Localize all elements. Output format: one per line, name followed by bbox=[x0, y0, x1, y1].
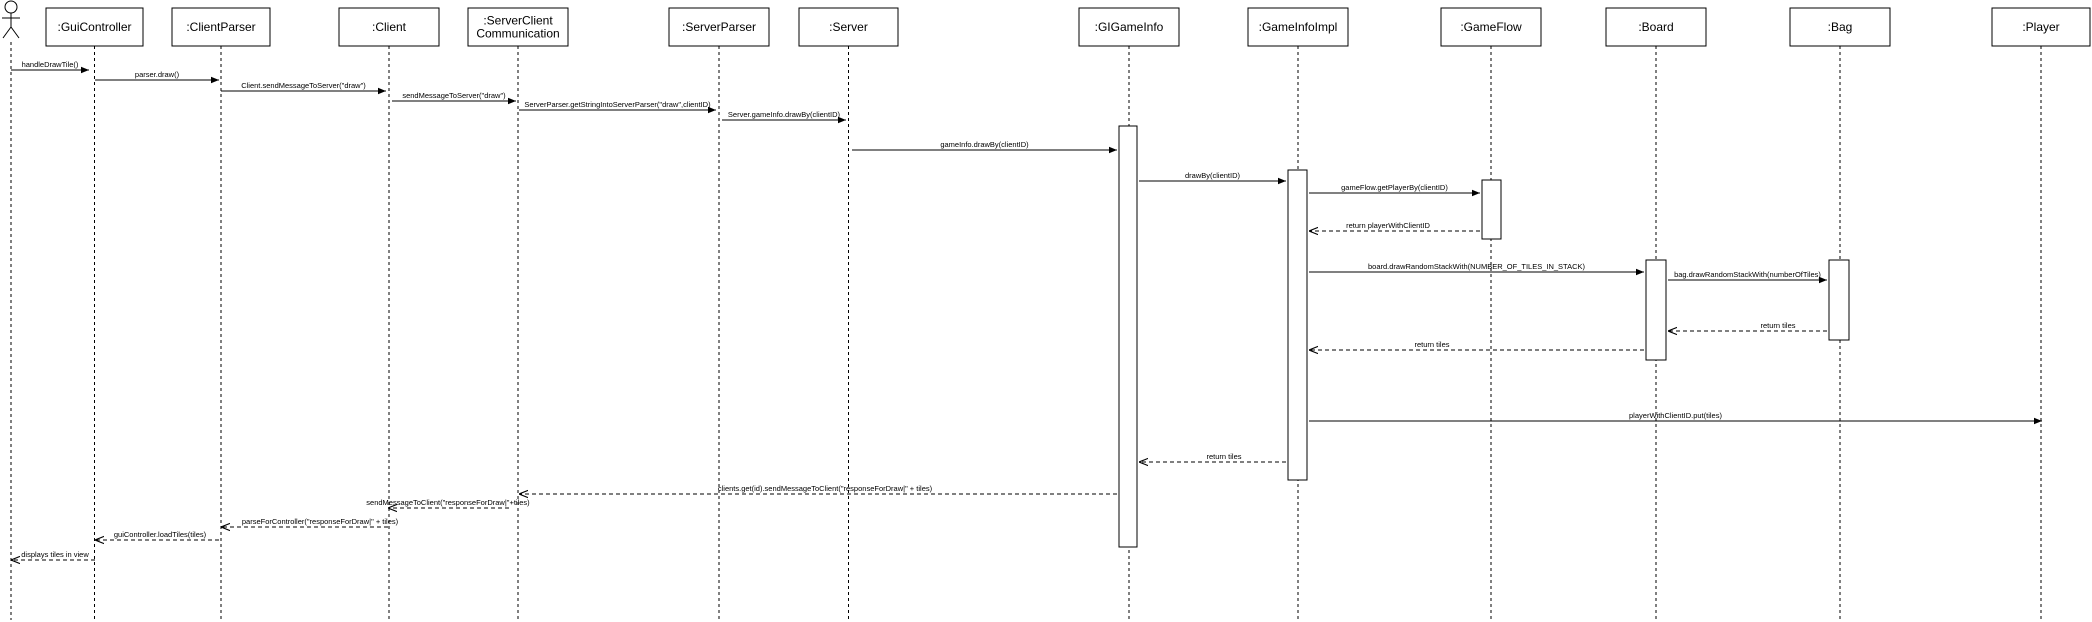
message-label-16: return tiles bbox=[1206, 452, 1241, 461]
message-12: bag.drawRandomStackWith(numberOfTiles) bbox=[1668, 270, 1827, 284]
participant-label-client: :Client bbox=[372, 20, 407, 34]
message-label-15: playerWithClientID.put(tiles) bbox=[1629, 411, 1722, 420]
activation-bars bbox=[1118, 125, 1850, 548]
activation-bar-gameflow bbox=[1481, 179, 1502, 240]
participant-label-scc-2: Communication bbox=[476, 27, 559, 41]
message-13: return tiles bbox=[1668, 321, 1827, 331]
message-17: clients.get(id).sendMessageToClient("res… bbox=[519, 484, 1117, 494]
participant-box-gigameinfo bbox=[1078, 7, 1180, 47]
participant-label-bag: :Bag bbox=[1828, 20, 1853, 34]
user-actor bbox=[2, 0, 20, 620]
message-label-6: Server.gameInfo.drawBy(clientID) bbox=[728, 110, 841, 119]
participant-box-board bbox=[1605, 7, 1707, 47]
message-1: handleDrawTile() bbox=[11, 60, 89, 74]
participant-board: :Board bbox=[1605, 7, 1707, 620]
actor-left-leg-icon bbox=[2, 26, 12, 39]
participant-box-clientparser bbox=[171, 7, 271, 47]
message-9: gameFlow.getPlayerBy(clientID) bbox=[1309, 183, 1480, 197]
participant-label-board: :Board bbox=[1638, 20, 1673, 34]
participant-gameflow: :GameFlow bbox=[1440, 7, 1542, 620]
participant-client: :Client bbox=[338, 7, 440, 620]
message-20: guiController.loadTiles(tiles) bbox=[95, 530, 219, 540]
participant-label-player: :Player bbox=[2022, 20, 2059, 34]
message-label-12: bag.drawRandomStackWith(numberOfTiles) bbox=[1674, 270, 1821, 279]
message-label-2: parser.draw() bbox=[135, 70, 180, 79]
participant-clientparser: :ClientParser bbox=[171, 7, 271, 620]
message-label-19: parseForController("responseForDraw|" + … bbox=[242, 517, 399, 526]
activation-bar-gameinfoimpl bbox=[1287, 169, 1308, 481]
message-3: Client.sendMessageToServer("draw") bbox=[221, 81, 386, 95]
participant-box-player bbox=[1991, 7, 2091, 47]
message-label-3: Client.sendMessageToServer("draw") bbox=[241, 81, 366, 90]
participant-label-clientparser: :ClientParser bbox=[186, 20, 255, 34]
message-2: parser.draw() bbox=[95, 70, 219, 84]
message-10: return playerWithClientID bbox=[1309, 221, 1480, 231]
participant-server: :Server bbox=[798, 7, 899, 620]
message-5: ServerParser.getStringIntoServerParser("… bbox=[519, 100, 716, 114]
message-14: return tiles bbox=[1309, 340, 1644, 350]
participant-box-gui bbox=[45, 7, 144, 47]
message-15: playerWithClientID.put(tiles) bbox=[1309, 411, 2042, 425]
participant-box-gameinfoimpl bbox=[1247, 7, 1349, 47]
participant-label-server: :Server bbox=[829, 20, 868, 34]
message-label-7: gameInfo.drawBy(clientID) bbox=[940, 140, 1029, 149]
message-4: sendMessageToServer("draw") bbox=[392, 91, 516, 105]
participant-player: :Player bbox=[1991, 7, 2091, 620]
message-label-8: drawBy(clientID) bbox=[1185, 171, 1241, 180]
message-7: gameInfo.drawBy(clientID) bbox=[852, 140, 1117, 154]
message-label-18: sendMessageToClient("responseForDraw|"+t… bbox=[366, 498, 530, 507]
participant-label-gigameinfo: :GIGameInfo bbox=[1095, 20, 1164, 34]
activation-bar-gigameinfo bbox=[1118, 125, 1138, 548]
participant-box-bag bbox=[1789, 7, 1891, 47]
message-6: Server.gameInfo.drawBy(clientID) bbox=[722, 110, 846, 124]
message-label-21: displays tiles in view bbox=[21, 550, 89, 559]
message-16: return tiles bbox=[1139, 452, 1286, 462]
message-label-9: gameFlow.getPlayerBy(clientID) bbox=[1341, 183, 1448, 192]
participant-serverparser: :ServerParser bbox=[668, 7, 770, 620]
message-label-1: handleDrawTile() bbox=[22, 60, 79, 69]
message-18: sendMessageToClient("responseForDraw|"+t… bbox=[366, 498, 530, 508]
message-label-4: sendMessageToServer("draw") bbox=[402, 91, 506, 100]
participant-label-scc-1: :ServerClient bbox=[483, 14, 553, 28]
message-21: displays tiles in view bbox=[11, 550, 95, 560]
message-label-10: return playerWithClientID bbox=[1346, 221, 1430, 230]
participant-bag: :Bag bbox=[1789, 7, 1891, 620]
message-label-5: ServerParser.getStringIntoServerParser("… bbox=[524, 100, 711, 109]
participant-box-scc bbox=[467, 7, 569, 47]
actor-right-leg-icon bbox=[10, 26, 20, 39]
message-label-13: return tiles bbox=[1760, 321, 1795, 330]
participant-label-gameinfoimpl: :GameInfoImpl bbox=[1259, 20, 1338, 34]
participant-label-serverparser: :ServerParser bbox=[682, 20, 756, 34]
message-label-17: clients.get(id).sendMessageToClient("res… bbox=[718, 484, 933, 493]
participant-gameinfoimpl: :GameInfoImpl bbox=[1247, 7, 1349, 620]
participant-box-client bbox=[338, 7, 440, 47]
participant-gui: :GuiController bbox=[45, 7, 144, 620]
participant-box-server bbox=[798, 7, 899, 47]
participant-gigameinfo: :GIGameInfo bbox=[1078, 7, 1180, 620]
participant-box-gameflow bbox=[1440, 7, 1542, 47]
message-19: parseForController("responseForDraw|" + … bbox=[221, 517, 399, 527]
activation-bar-bag bbox=[1828, 259, 1850, 341]
activation-bar-board bbox=[1645, 259, 1667, 361]
participant-box-serverparser bbox=[668, 7, 770, 47]
message-8: drawBy(clientID) bbox=[1139, 171, 1286, 185]
actor-head-icon bbox=[4, 0, 18, 14]
participant-label-gameflow: :GameFlow bbox=[1460, 20, 1522, 34]
participant-label-gui: :GuiController bbox=[57, 20, 131, 34]
message-11: board.drawRandomStackWith(NUMBER_OF_TILE… bbox=[1309, 262, 1644, 276]
message-label-20: guiController.loadTiles(tiles) bbox=[114, 530, 207, 539]
message-label-14: return tiles bbox=[1414, 340, 1449, 349]
message-label-11: board.drawRandomStackWith(NUMBER_OF_TILE… bbox=[1368, 262, 1586, 271]
